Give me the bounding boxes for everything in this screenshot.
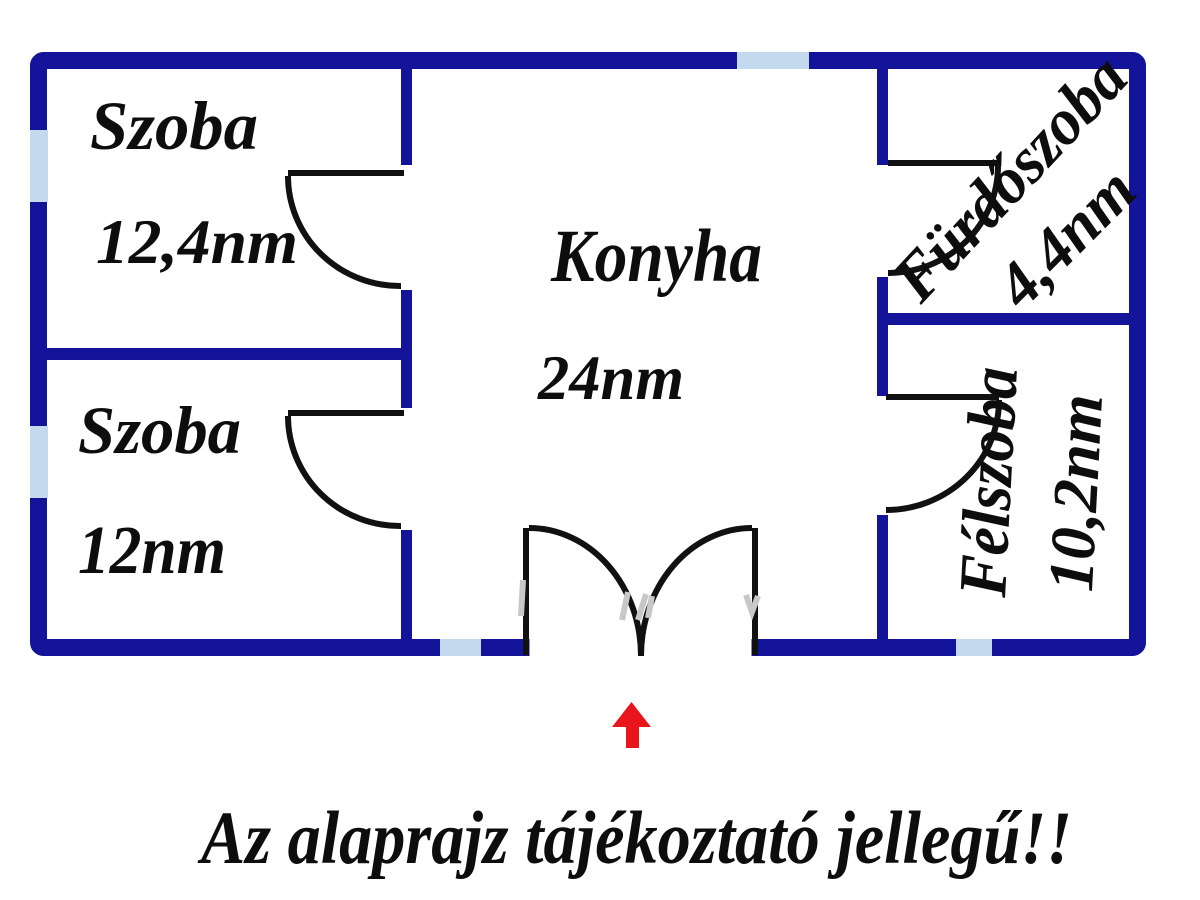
svg-text:12nm: 12nm — [78, 512, 226, 588]
svg-text:Konyha: Konyha — [550, 215, 762, 298]
svg-text:Az alaprajz tájékoztató jelleg: Az alaprajz tájékoztató jellegű!! — [197, 797, 1072, 880]
svg-text:12,4nm: 12,4nm — [96, 207, 298, 277]
svg-text:10,2nm: 10,2nm — [1035, 392, 1116, 593]
svg-text:Szoba: Szoba — [90, 88, 258, 164]
svg-text:Szoba: Szoba — [78, 393, 241, 468]
svg-text:Félszoba: Félszoba — [944, 365, 1032, 600]
svg-text:24nm: 24nm — [537, 343, 684, 413]
